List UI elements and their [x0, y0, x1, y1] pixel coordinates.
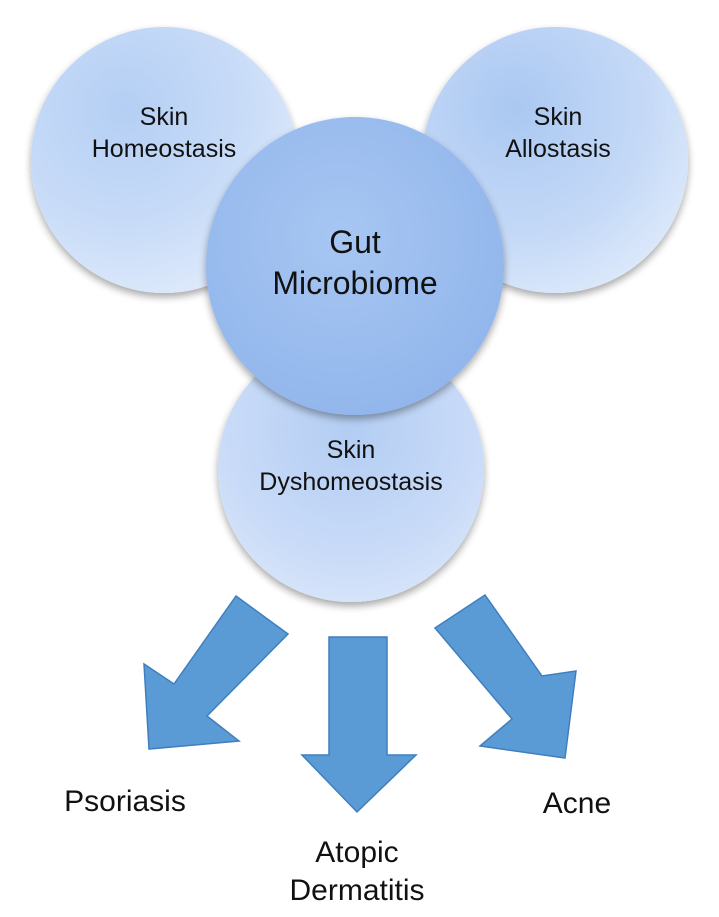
psoriasis-text: Psoriasis: [64, 785, 186, 818]
gut-microbiome-line1: Gut: [329, 224, 381, 260]
arrow-to-psoriasis: [143, 594, 290, 750]
skin-homeostasis-line1: Skin: [139, 103, 189, 131]
skin-homeostasis-line2: Homeostasis: [91, 135, 237, 163]
skin-dyshomeostasis-line2: Dyshomeostasis: [259, 468, 443, 496]
skin-allostasis-line2: Allostasis: [505, 135, 611, 163]
arrow-to-atopic-dermatitis: [300, 636, 418, 814]
atopic-dermatitis-line1: Atopic: [315, 836, 399, 869]
skin-homeostasis-label: Skin Homeostasis: [64, 101, 264, 165]
psoriasis-label: Psoriasis: [30, 783, 220, 821]
skin-dyshomeostasis-label: Skin Dyshomeostasis: [226, 434, 476, 498]
atopic-dermatitis-line2: Dermatitis: [289, 874, 425, 908]
acne-label: Acne: [522, 785, 632, 823]
arrow-to-acne: [433, 593, 577, 759]
skin-allostasis-line1: Skin: [533, 103, 583, 131]
skin-allostasis-label: Skin Allostasis: [458, 101, 658, 165]
gut-microbiome-circle: [206, 117, 504, 415]
atopic-dermatitis-label: Atopic Dermatitis: [272, 834, 442, 910]
acne-text: Acne: [542, 787, 612, 820]
gut-microbiome-line2: Microbiome: [272, 264, 438, 301]
skin-dyshomeostasis-line1: Skin: [326, 436, 376, 464]
skin-dyshomeostasis-circle: [218, 336, 484, 602]
gut-microbiome-label: Gut Microbiome: [255, 222, 455, 304]
